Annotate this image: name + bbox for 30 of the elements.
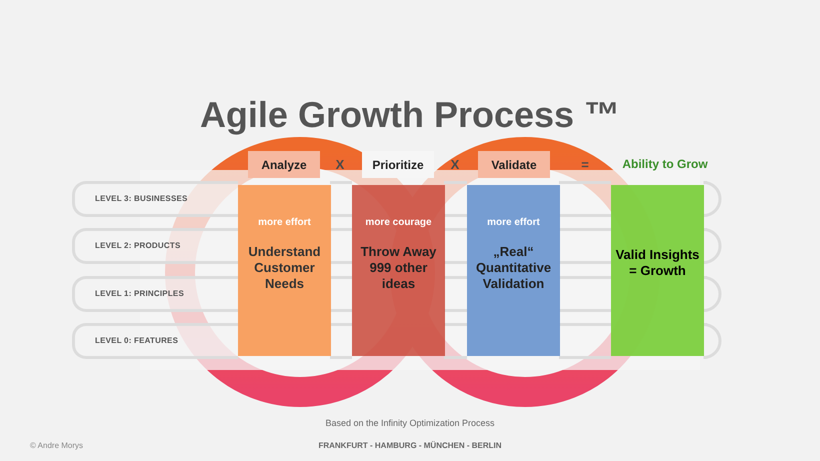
result-heading: Ability to Grow (621, 156, 709, 173)
effort-label: more courage (365, 216, 432, 230)
step-column (467, 185, 560, 356)
step-text: Throw Away 999 other ideas (360, 244, 438, 292)
level-label: LEVEL 2: PRODUCTS (95, 240, 180, 252)
step-header: Validate (478, 151, 550, 178)
operator-symbol: X (450, 156, 460, 174)
level-label: LEVEL 1: PRINCIPLES (95, 288, 184, 300)
step-text: Understand Customer Needs (247, 244, 322, 292)
operator-symbol: = (580, 156, 590, 174)
step-column (611, 185, 704, 356)
title: Agile Growth Process ™ (198, 93, 622, 137)
city-list: FRANKFURT - HAMBURG - MÜNCHEN - BERLIN (290, 440, 530, 452)
step-text: Valid Insights = Growth (614, 247, 700, 279)
effort-label: more effort (487, 216, 540, 230)
caption: Based on the Infinity Optimization Process (324, 417, 496, 430)
level-label: LEVEL 3: BUSINESSES (95, 193, 188, 205)
level-band (72, 323, 238, 359)
operator-symbol: X (334, 156, 346, 174)
level-label: LEVEL 0: FEATURES (95, 335, 178, 347)
level-band (72, 276, 238, 312)
level-band (72, 181, 238, 217)
effort-label: more effort (258, 216, 311, 230)
step-text: „Real“ Quantitative Validation (474, 244, 552, 292)
step-column (238, 185, 331, 356)
step-column (352, 185, 445, 356)
level-band (72, 228, 238, 264)
copyright-note: © Andre Morys (30, 440, 84, 452)
step-header: Prioritize (362, 151, 434, 178)
step-header: Analyze (248, 151, 320, 178)
